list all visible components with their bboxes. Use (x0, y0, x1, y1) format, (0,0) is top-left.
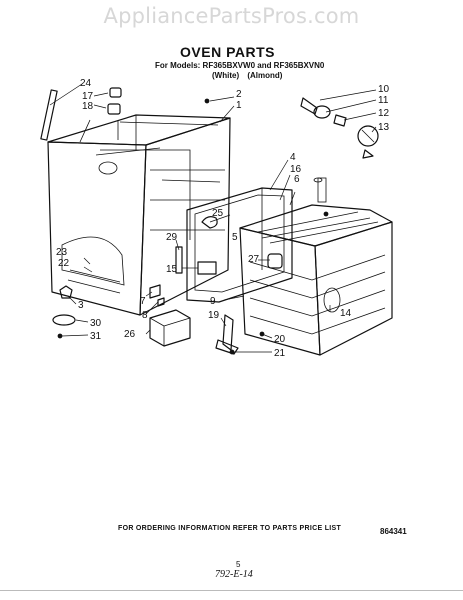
callout-2: 2 (236, 89, 242, 100)
callout-19: 19 (208, 310, 220, 321)
callout-24: 24 (80, 78, 92, 89)
callout-18: 18 (82, 101, 94, 112)
variant-white: (White) (212, 71, 240, 80)
callout-3: 3 (78, 300, 84, 311)
callout-6: 6 (294, 174, 300, 185)
door-frame (186, 187, 293, 303)
oven-cavity (239, 177, 393, 356)
ordering-info: FOR ORDERING INFORMATION REFER TO PARTS … (118, 525, 342, 532)
callout-labels: 1 2 3 4 5 6 7 8 9 10 11 12 13 14 15 16 1… (56, 78, 390, 359)
callout-7: 7 (140, 296, 146, 307)
callout-5: 5 (232, 232, 238, 243)
callout-25: 25 (212, 208, 224, 219)
color-variants: (White) (Almond) (212, 71, 282, 80)
diagram-title: OVEN PARTS (180, 44, 275, 60)
callout-29: 29 (166, 232, 178, 243)
callout-20: 20 (274, 334, 286, 345)
callout-23: 23 (56, 247, 68, 258)
callout-9: 9 (210, 296, 216, 307)
watermark: AppliancePartsPros.com (103, 4, 360, 28)
document-number: 864341 (380, 527, 407, 536)
callout-13: 13 (378, 122, 390, 133)
callout-22: 22 (58, 258, 70, 269)
callout-16: 16 (290, 164, 302, 175)
callout-26: 26 (124, 329, 136, 340)
callout-11: 11 (378, 95, 389, 106)
callout-1: 1 (236, 100, 242, 111)
page-number: 5 (236, 560, 241, 569)
oven-cabinet (47, 114, 231, 316)
callout-4: 4 (290, 152, 296, 163)
bottom-rule (0, 590, 463, 591)
callout-10: 10 (378, 84, 390, 95)
models-line: For Models: RF365BXVW0 and RF365BXVN0 (155, 61, 325, 70)
callout-30: 30 (90, 318, 102, 329)
callout-12: 12 (378, 108, 390, 119)
variant-almond: (Almond) (247, 71, 283, 80)
callout-15: 15 (166, 264, 178, 275)
handwritten-note: 792-E-14 (215, 569, 253, 580)
leader-lines (49, 83, 377, 353)
callout-27: 27 (248, 254, 260, 265)
callout-8: 8 (142, 310, 148, 321)
callout-17: 17 (82, 91, 94, 102)
callout-31: 31 (90, 331, 102, 342)
callout-14: 14 (340, 308, 352, 319)
callout-21: 21 (274, 348, 286, 359)
